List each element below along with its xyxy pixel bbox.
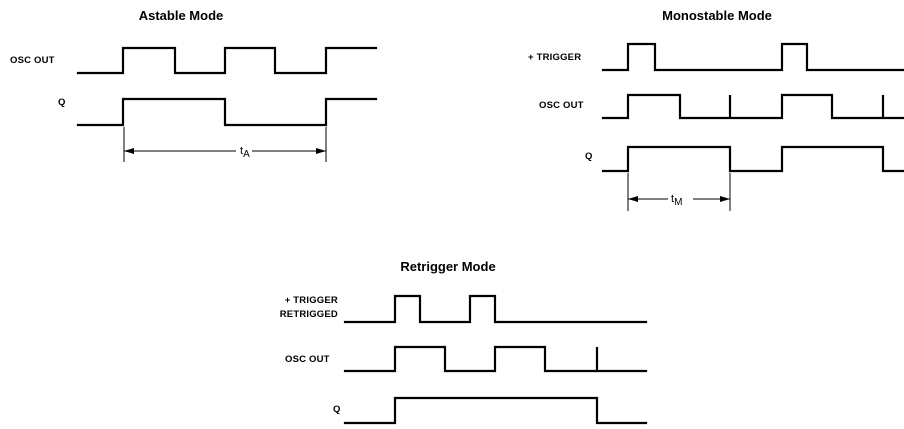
monostable-trigger-waveform bbox=[601, 42, 904, 72]
retrigger-q-waveform bbox=[343, 396, 648, 425]
monostable-trigger-label: + TRIGGER bbox=[528, 52, 581, 63]
monostable-osc-waveform bbox=[601, 93, 904, 120]
astable-osc-label: OSC OUT bbox=[10, 55, 55, 66]
monostable-q-label: Q bbox=[585, 151, 593, 162]
retrigger-osc-waveform bbox=[343, 345, 648, 373]
retrigger-title: Retrigger Mode bbox=[400, 259, 495, 274]
monostable-period-label: tM bbox=[671, 193, 682, 208]
astable-title: Astable Mode bbox=[139, 8, 224, 23]
monostable-title: Monostable Mode bbox=[662, 8, 772, 23]
monostable-osc-label: OSC OUT bbox=[539, 100, 584, 111]
retrigger-trigger-label-2: RETRIGGED bbox=[280, 309, 338, 320]
monostable-period-dimension: tM bbox=[627, 173, 731, 211]
retrigger-q-label: Q bbox=[333, 404, 341, 415]
astable-osc-waveform bbox=[76, 46, 378, 75]
monostable-q-waveform bbox=[601, 145, 904, 173]
astable-period-dimension: tA bbox=[123, 127, 327, 162]
retrigger-osc-label: OSC OUT bbox=[285, 354, 330, 365]
astable-q-waveform bbox=[76, 97, 378, 127]
retrigger-trigger-waveform bbox=[343, 294, 648, 324]
monostable-mode-diagram: Monostable Mode + TRIGGER OSC OUT Q tM bbox=[528, 8, 904, 211]
astable-period-label: tA bbox=[240, 145, 250, 160]
astable-mode-diagram: Astable Mode OSC OUT Q tA bbox=[10, 8, 378, 162]
retrigger-trigger-label-1: + TRIGGER bbox=[285, 295, 338, 306]
astable-q-label: Q bbox=[58, 97, 66, 108]
retrigger-mode-diagram: Retrigger Mode + TRIGGER RETRIGGED OSC O… bbox=[280, 259, 648, 425]
